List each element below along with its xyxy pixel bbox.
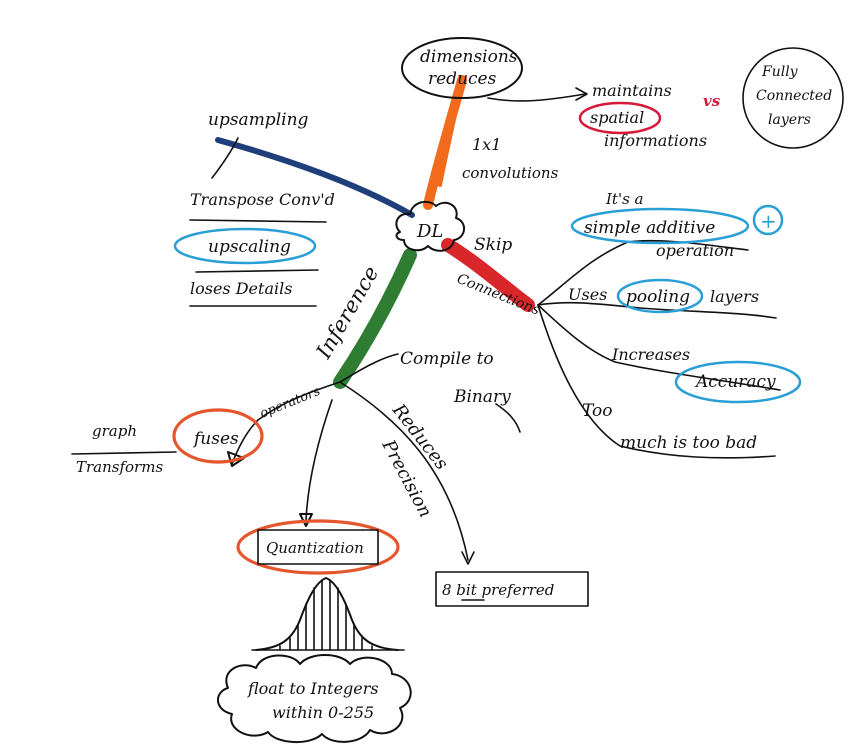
loses-details-text: loses Details	[190, 279, 292, 298]
skip-item1-post: operation	[656, 241, 734, 260]
skip-item2-pre: Uses	[568, 285, 607, 304]
within-text: within 0-255	[272, 703, 374, 722]
skip-item2-text: pooling	[626, 287, 690, 307]
accuracy-oval	[674, 360, 802, 404]
plus-circle	[752, 204, 784, 236]
graph-underline	[71, 451, 177, 455]
additive-oval	[570, 207, 750, 245]
bit-box	[435, 571, 589, 607]
quantization-oval	[236, 519, 400, 575]
inference-label: Inference	[311, 262, 383, 363]
upscaling-underline	[195, 269, 319, 273]
precision-line	[339, 381, 469, 561]
float-text: float to Integers	[247, 679, 379, 698]
skip-item3-pre: Increases	[611, 345, 690, 364]
bit-text: 8 bit preferred	[442, 581, 554, 599]
center-cloud	[395, 200, 465, 252]
center-label: DL	[416, 221, 443, 242]
branch-inference	[333, 248, 417, 389]
branch-skip	[441, 238, 535, 312]
fuses-arrowhead	[227, 451, 245, 467]
bell-bars	[279, 579, 373, 651]
spatial-oval	[578, 101, 662, 135]
skip-branch-3	[537, 304, 781, 391]
branch-convolutions-taper	[438, 80, 464, 187]
spatial-text: spatial	[590, 108, 644, 127]
upsampling-stem	[211, 137, 239, 179]
fully-connected-circle	[742, 47, 844, 149]
arrow-maintains-head	[575, 87, 588, 101]
skip-item3-text: Accuracy	[694, 372, 776, 392]
binary-text: Binary	[453, 387, 511, 407]
connected-text: Connected	[756, 88, 832, 104]
fuses-line	[231, 381, 341, 465]
precision-arrowhead	[461, 551, 475, 565]
quantization-box	[257, 529, 379, 565]
pooling-oval	[616, 278, 704, 314]
transpose-text: Transpose Conv'd	[190, 190, 335, 209]
conv-1x1: 1x1	[472, 135, 501, 154]
upscaling-text: upscaling	[208, 237, 291, 257]
fully-text: Fully	[761, 64, 799, 80]
skip-branch-2	[537, 301, 777, 319]
fuses-text: fuses	[192, 429, 239, 449]
compile-line	[339, 353, 399, 383]
information-text: informations	[604, 131, 707, 150]
quantization-text: Quantization	[266, 539, 364, 557]
skip-item2-post: layers	[710, 287, 759, 306]
bell-curve	[255, 577, 399, 651]
dimensions-line1: dimensions	[420, 47, 518, 67]
dimensions-oval	[401, 37, 523, 99]
skip-item4-line2: much is too bad	[620, 433, 757, 453]
integers-cloud	[217, 654, 412, 744]
maintains-text: maintains	[592, 81, 672, 100]
quantization-line	[305, 399, 333, 521]
operators-text: operators	[258, 384, 323, 422]
skip-item1-pre: It's a	[605, 190, 644, 208]
compile-text: Compile to	[400, 349, 494, 369]
skip-branch-4	[537, 304, 776, 459]
fuses-oval	[172, 408, 264, 464]
arrow-maintains	[487, 93, 586, 102]
transforms-text: Transforms	[76, 458, 163, 476]
layers-text: layers	[768, 112, 811, 128]
transpose-underline	[189, 219, 327, 223]
dimensions-line2: reduces	[428, 69, 497, 89]
skip-item1-text: simple additive	[584, 218, 715, 238]
vs-text: vs	[703, 92, 721, 110]
plus-symbol: +	[760, 209, 777, 233]
skip-label: Skip	[474, 235, 512, 255]
skip-item4-line1: Too	[582, 401, 613, 421]
branch-upsampling	[215, 137, 415, 218]
conv-label: convolutions	[462, 164, 559, 182]
graph-text: graph	[92, 422, 137, 440]
upsampling-title: upsampling	[208, 110, 309, 130]
upscaling-oval	[173, 227, 317, 265]
binary-hook	[495, 403, 521, 433]
